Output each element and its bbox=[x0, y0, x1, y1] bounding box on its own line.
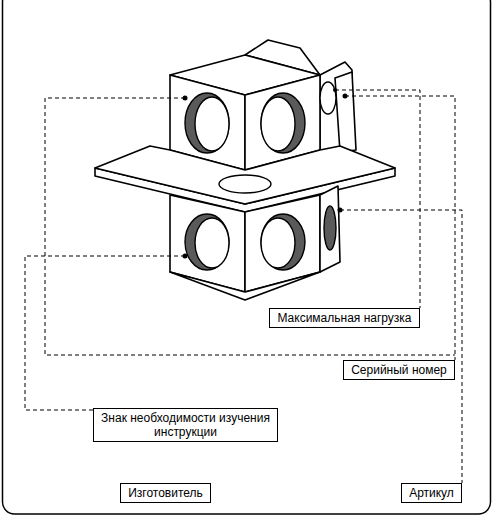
label-text: Артикул bbox=[408, 486, 455, 500]
label-box: Серийный номер bbox=[343, 360, 455, 380]
label-text: Изготовитель bbox=[127, 486, 204, 500]
label-box: Максимальная нагрузка bbox=[269, 308, 420, 328]
label-text: Знак необходимости изучения инструкции bbox=[100, 411, 271, 439]
label-box: Знак необходимости изучения инструкции bbox=[93, 408, 278, 442]
label-text: Серийный номер bbox=[350, 363, 448, 377]
label-box: Артикул bbox=[401, 483, 462, 503]
label-text: Максимальная нагрузка bbox=[276, 311, 413, 325]
label-box: Изготовитель bbox=[120, 483, 211, 503]
